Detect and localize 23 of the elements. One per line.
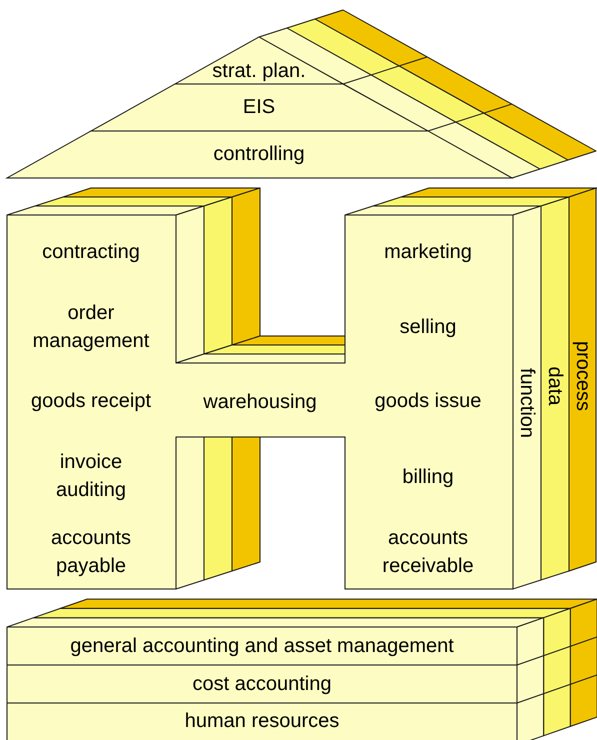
area-label: contracting — [41, 240, 141, 265]
roof-band — [91, 84, 428, 131]
area-label: controlling — [212, 142, 306, 167]
area-label: marketing — [383, 240, 473, 265]
area-label: human resources — [184, 709, 340, 734]
area-label: warehousing — [202, 390, 318, 415]
area-label: general accounting and asset management — [69, 634, 455, 659]
roof-band — [7, 131, 512, 178]
area-label: EIS — [242, 95, 276, 120]
area-label: strat. plan. — [211, 59, 307, 84]
area-label: data — [543, 366, 567, 406]
area-label: invoice auditing — [54, 450, 128, 503]
area-label: accounts receivable — [381, 526, 475, 579]
area-label: goods receipt — [30, 389, 152, 414]
area-label: billing — [401, 465, 455, 490]
area-label: goods issue — [374, 389, 482, 414]
area-label: process — [571, 340, 595, 412]
area-label: order management — [32, 301, 150, 354]
roof-band — [175, 37, 343, 84]
area-label: accounts payable — [50, 526, 132, 579]
area-label: function — [515, 368, 539, 438]
area-label: selling — [398, 315, 458, 340]
area-label: cost accounting — [192, 672, 332, 697]
